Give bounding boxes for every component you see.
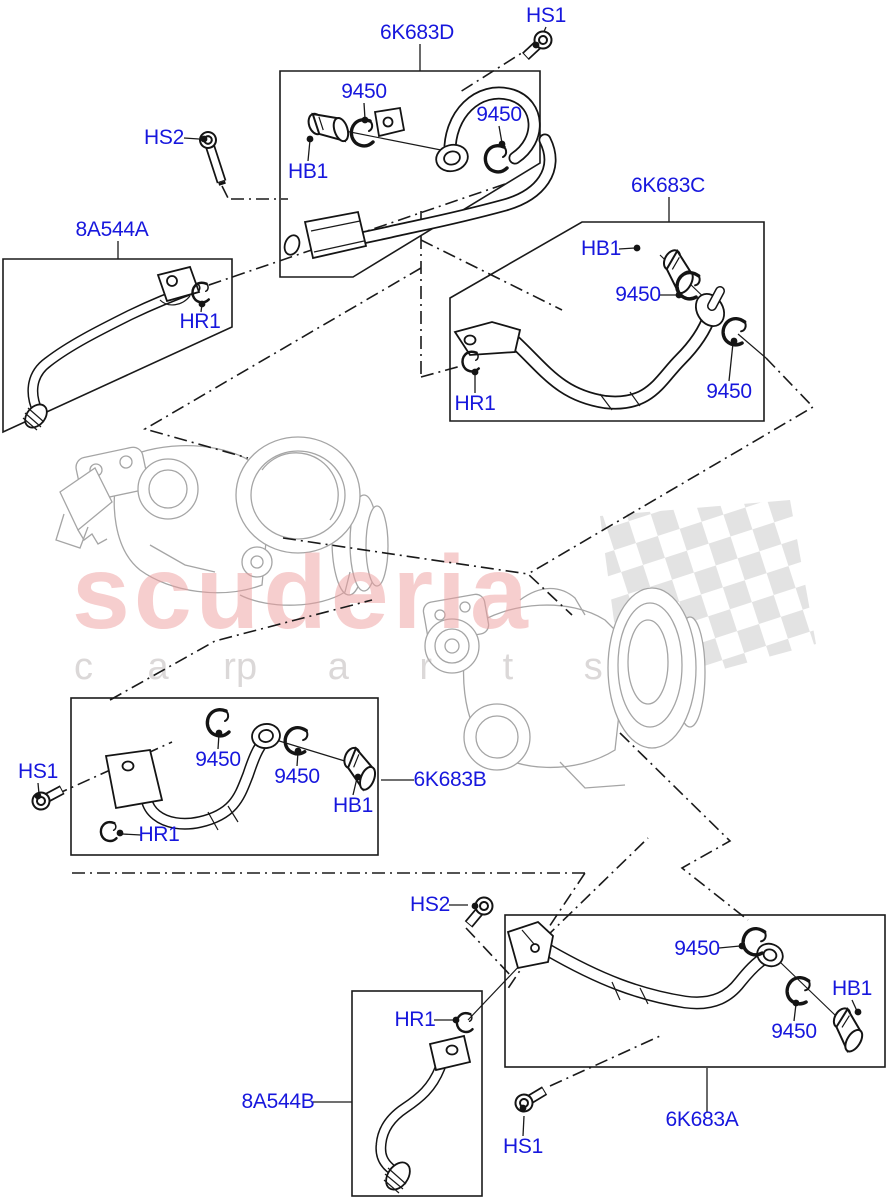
retainer-clip-icon — [455, 1011, 474, 1034]
callout-9450-b1[interactable]: 9450 — [195, 748, 241, 771]
pipe-8A544B-art — [375, 1011, 474, 1194]
part-box-6K683B — [70, 697, 379, 856]
hose-6K683C-art — [453, 246, 750, 411]
callout-HB1-c[interactable]: HB1 — [581, 237, 621, 260]
hose-6K683B-art — [99, 708, 384, 843]
hose-6K683D-art — [283, 86, 557, 260]
callout-9450-a1[interactable]: 9450 — [674, 937, 720, 960]
turbo-right-illustration — [422, 587, 706, 789]
callout-HR1-s[interactable]: HR1 — [394, 1008, 436, 1031]
watermark-brand-text: scuderia — [72, 535, 532, 651]
callout-HS2-bottom[interactable]: HS2 — [410, 893, 450, 916]
callout-6K683C[interactable]: 6K683C — [630, 174, 706, 197]
hs2-bolt-icon — [462, 894, 496, 930]
hb1-plug-icon — [335, 744, 384, 793]
callout-HB1-d[interactable]: HB1 — [288, 160, 328, 183]
brand-watermark: scuderia c a r p a r t s — [72, 535, 633, 688]
callout-6K683B[interactable]: 6K683B — [413, 768, 487, 791]
hose-6K683A-art — [506, 920, 873, 1056]
callout-HR1-b[interactable]: HR1 — [138, 823, 180, 846]
callout-9450-d1[interactable]: 9450 — [341, 80, 387, 103]
callout-8A544A[interactable]: 8A544A — [75, 218, 149, 241]
hs1-bolt-icon — [512, 1083, 549, 1114]
callout-HB1-b[interactable]: HB1 — [333, 794, 373, 817]
callout-8A544B[interactable]: 8A544B — [241, 1090, 315, 1113]
part-box-8A544A — [2, 258, 233, 434]
callout-9450-c1[interactable]: 9450 — [615, 283, 661, 306]
watermark-tagline-left: c a r — [74, 646, 258, 688]
callout-HS1-b[interactable]: HS1 — [18, 760, 58, 783]
watermark-tagline-right: p a r t s — [236, 646, 633, 688]
callout-6K683D[interactable]: 6K683D — [379, 21, 455, 44]
hb1-plug-icon — [821, 1004, 873, 1056]
part-box-6K683A — [504, 914, 886, 1068]
callout-HB1-a[interactable]: HB1 — [832, 977, 872, 1000]
callout-6K683A[interactable]: 6K683A — [665, 1108, 739, 1131]
retainer-clip-icon — [99, 820, 118, 843]
callout-9450-a2[interactable]: 9450 — [771, 1020, 817, 1043]
turbo-left-illustration — [55, 436, 389, 606]
retainer-clip-icon — [483, 144, 509, 174]
part-box-8A544B — [351, 990, 483, 1197]
callout-HS1-top[interactable]: HS1 — [526, 4, 566, 27]
callout-HR1-a[interactable]: HR1 — [179, 310, 221, 333]
pipe-8A544A-art — [22, 265, 211, 431]
callout-9450-b2[interactable]: 9450 — [274, 765, 320, 788]
callout-9450-d2[interactable]: 9450 — [476, 103, 522, 126]
hb1-plug-icon — [305, 104, 352, 151]
part-box-6K683C — [449, 221, 765, 422]
callout-HS2-top[interactable]: HS2 — [144, 126, 184, 149]
callout-HS1-bottom[interactable]: HS1 — [503, 1135, 543, 1158]
pointer-bullets — [34, 41, 862, 1112]
callout-9450-c2[interactable]: 9450 — [706, 380, 752, 403]
callout-HR1-c[interactable]: HR1 — [454, 392, 496, 415]
